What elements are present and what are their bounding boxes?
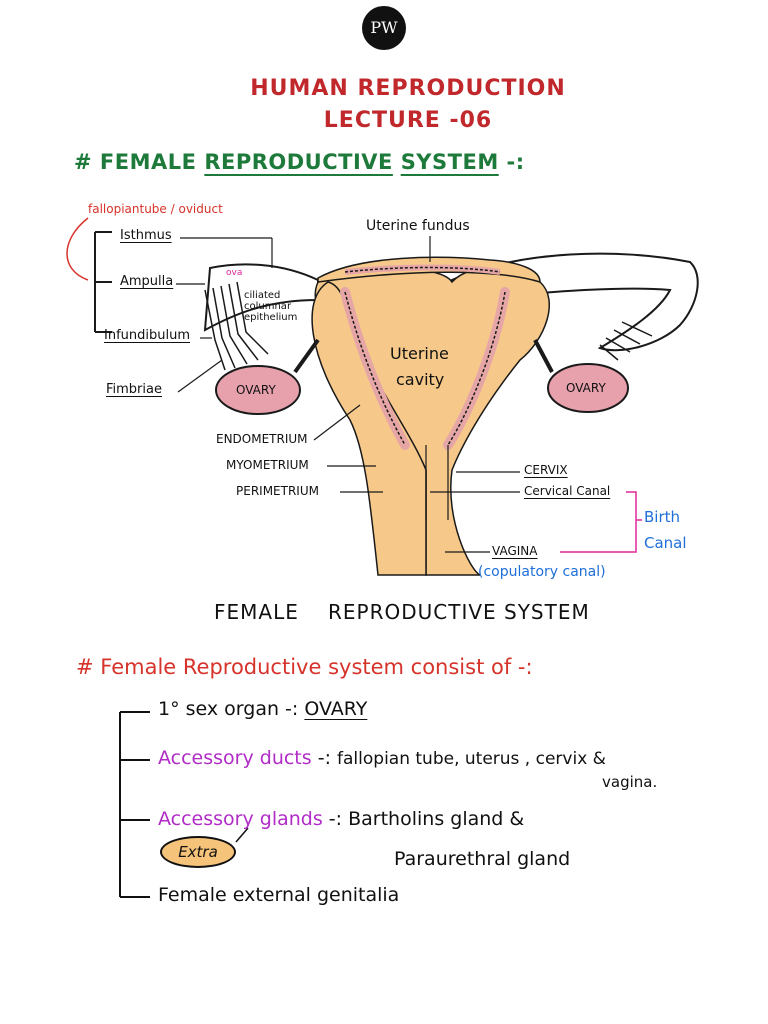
item3-label: Accessory glands: [158, 808, 323, 830]
leader-lines: [176, 236, 520, 553]
birth-canal-label-2: Canal: [644, 534, 687, 552]
ampulla-label: Ampulla: [120, 274, 174, 289]
perimetrium-label: PERIMETRIUM: [236, 484, 319, 498]
epithelium-text: epithelium: [244, 312, 298, 323]
left-ovarian-ligament: [293, 338, 320, 374]
extra-badge: Extra: [160, 836, 236, 868]
item2-sep: -:: [317, 747, 331, 769]
list-item-external-genitalia: Female external genitalia: [158, 884, 400, 906]
extra-arrow: [235, 827, 249, 843]
page-subtitle: LECTURE -06: [323, 108, 493, 133]
ciliated-text: ciliated: [244, 290, 281, 301]
ciliated-columnar-epithelium-label: ciliated columnar epithelium: [244, 290, 297, 323]
fundus-lining-wave: [344, 266, 501, 273]
fallopian-bracket-curve: [66, 217, 89, 281]
heading-suffix: -:: [506, 150, 525, 174]
ovary-right-label: OVARY: [566, 381, 606, 395]
section-heading-female-reproductive-system: # FEMALE REPRODUCTIVE SYSTEM -:: [74, 150, 525, 174]
vagina-label: VAGINA: [492, 544, 538, 558]
hash-mark: #: [74, 150, 93, 174]
item1-label: 1° sex organ -:: [158, 698, 299, 720]
item3-value-b: Paraurethral gland: [394, 848, 571, 870]
endometrium-label: ENDOMETRIUM: [216, 432, 308, 446]
left-endometrium-wave: [344, 291, 406, 446]
list-item-accessory-ducts: Accessory ducts -: fallopian tube, uteru…: [158, 747, 606, 769]
columnar-text: columnar: [244, 301, 292, 312]
heading-word-system: SYSTEM: [400, 150, 499, 174]
item3-sep: -:: [328, 808, 343, 830]
left-ovary: [215, 365, 301, 415]
uterine-cavity-label-1: Uterine: [390, 344, 449, 363]
diagram-caption-reproductive: REPRODUCTIVE: [328, 600, 497, 624]
section-heading-consist-of: # Female Reproductive system consist of …: [76, 655, 533, 679]
item2-value-b: vagina.: [602, 773, 658, 791]
cervical-canal-label: Cervical Canal: [524, 484, 611, 498]
fimbriae-label: Fimbriae: [106, 382, 162, 397]
list-tree-lines: [119, 711, 150, 898]
item3-value-a: Bartholins gland &: [348, 808, 525, 830]
diagram-caption-female: FEMALE: [214, 600, 299, 624]
diagram-caption-system: SYSTEM: [504, 600, 590, 624]
right-endometrium-wave: [447, 291, 506, 446]
right-ovary: [547, 363, 629, 413]
copulatory-canal-label: (copulatory canal): [478, 564, 606, 580]
item2-label: Accessory ducts: [158, 747, 312, 769]
fallopian-tube-label: fallopiantube / oviduct: [88, 202, 223, 216]
birth-canal-bracket: [560, 491, 642, 553]
right-ovarian-ligament: [533, 339, 554, 373]
fallopian-parts-bracket: [94, 231, 112, 333]
pw-logo: PW: [362, 6, 406, 50]
birth-canal-label-1: Birth: [644, 508, 681, 526]
cervix-label: CERVIX: [524, 463, 568, 477]
uterine-cavity-label-2: cavity: [396, 370, 445, 389]
item2-value-a: fallopian tube, uterus , cervix &: [337, 749, 606, 769]
heading-word-reproductive: REPRODUCTIVE: [204, 150, 393, 174]
myometrium-label: MYOMETRIUM: [226, 458, 309, 472]
infundibulum-label: Infundibulum: [104, 328, 190, 343]
uterine-fundus-label: Uterine fundus: [366, 218, 470, 234]
left-fallopian-tube: [203, 263, 319, 332]
cervical-canal-lines: [425, 445, 449, 520]
left-fimbriae: [204, 281, 269, 371]
heading-word-female: FEMALE: [99, 150, 197, 174]
isthmus-label: Isthmus: [120, 228, 172, 243]
list-item-accessory-glands: Accessory glands -: Bartholins gland &: [158, 808, 524, 830]
page-title: HUMAN REPRODUCTION: [250, 76, 566, 101]
ova-label: ova: [226, 268, 243, 278]
ovary-left-label: OVARY: [236, 383, 276, 397]
item1-value: OVARY: [304, 698, 368, 720]
list-item-primary-sex-organ: 1° sex organ -: OVARY: [158, 698, 367, 720]
right-fimbriae: [599, 321, 653, 361]
